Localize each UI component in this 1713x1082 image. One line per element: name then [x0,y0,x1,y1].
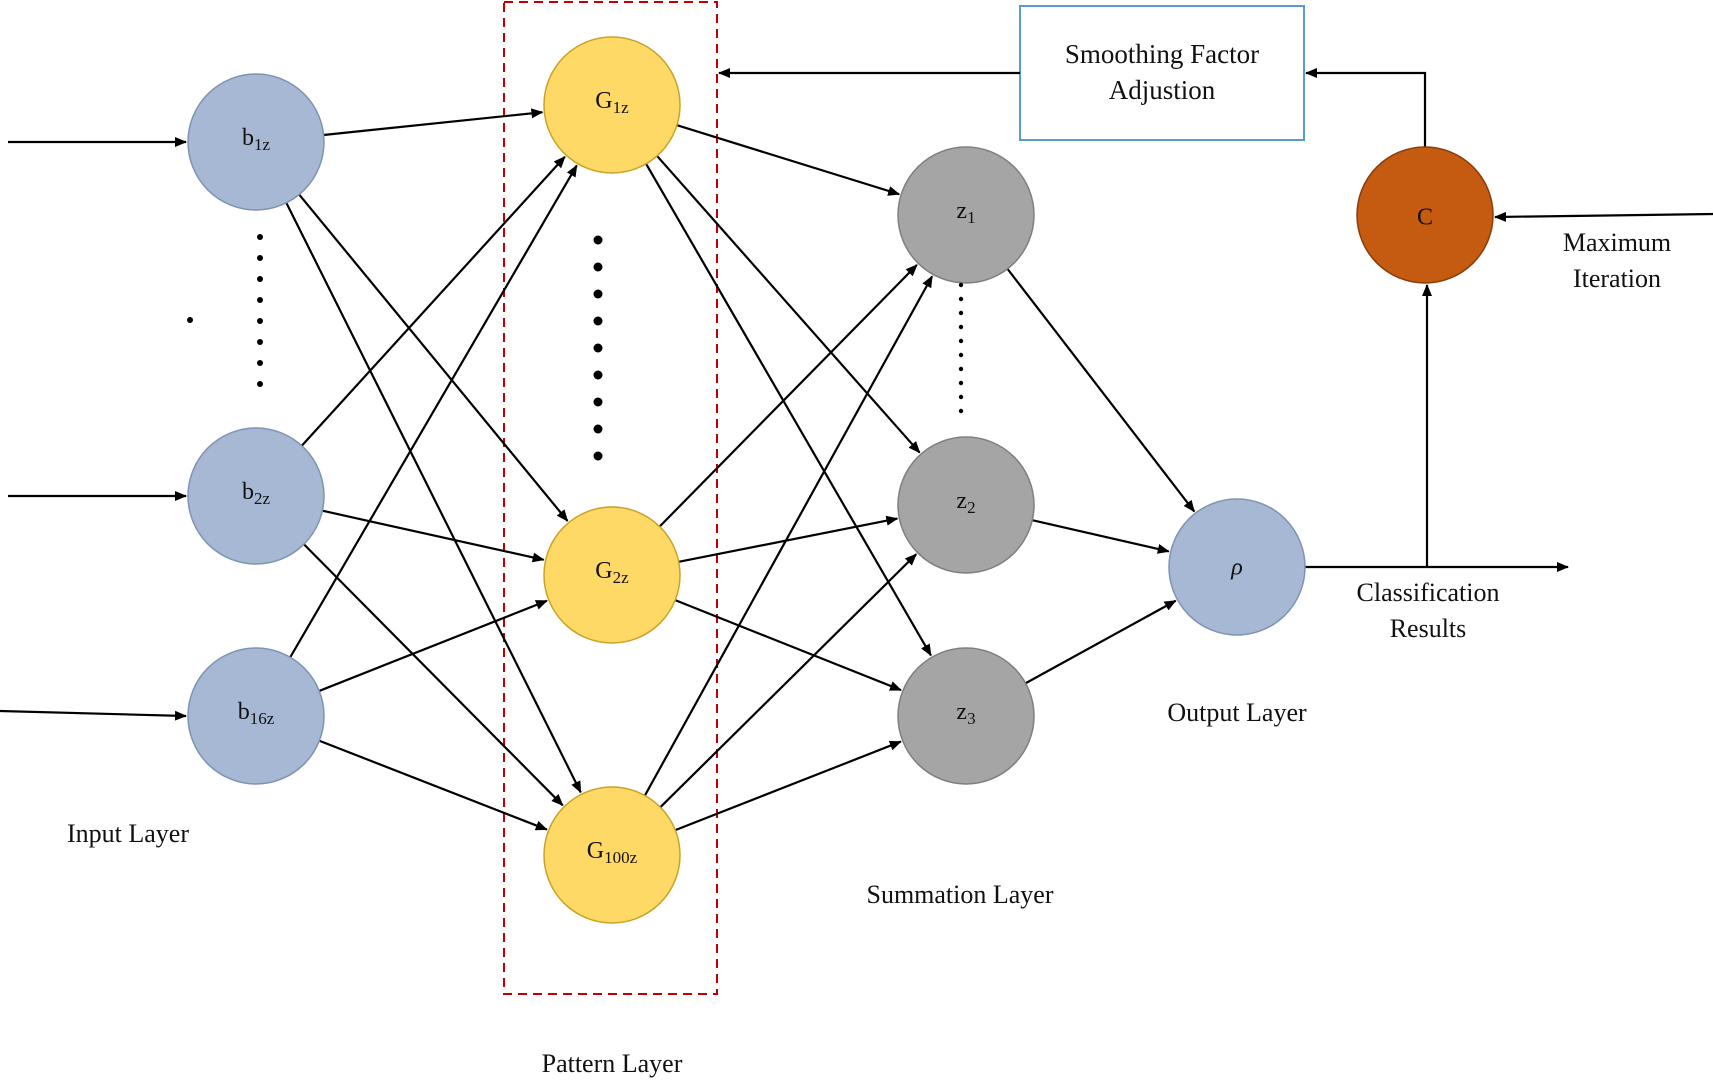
pattern-node-3 [543,786,681,924]
pattern-ellipsis-dot [593,424,603,434]
pattern-node-label-3: G100z [587,838,638,867]
input-ellipsis-dot [257,360,263,366]
edge-input1-pattern3 [285,202,582,794]
summation-ellipsis-dot [958,352,964,358]
input-ellipsis-dot [257,318,263,324]
summation-ellipsis-dot [958,380,964,386]
edge-pattern1-summation3 [645,163,932,657]
edge-input1-pattern2 [298,193,569,522]
edge-pattern2-summation1 [658,264,918,528]
input-node-2 [187,427,325,565]
c-to-smoothing-arrow [1305,68,1427,147]
classification-results-label-line1: Classification [1357,578,1500,607]
input-layer-label: Input Layer [67,819,189,848]
ellipsis-dots [187,234,964,461]
edge-input1-pattern1 [323,108,544,137]
edge-input2-pattern3 [303,543,564,807]
edge-input2-pattern2 [322,509,545,563]
summation-node-3 [897,647,1035,785]
edge-summation3-output [1025,599,1177,685]
input-node-label-3: b16z [238,699,275,728]
summation-node-label-2: z2 [956,488,975,517]
edge-summation1-output [1006,268,1196,513]
pattern-node-label-1: G1z [595,88,629,117]
pattern-node-1 [543,36,681,174]
edge-pattern3-summation3 [674,740,902,832]
edge-pattern1-summation1 [676,124,901,196]
smoothing-factor-box [1019,5,1305,141]
output-node [1168,498,1306,636]
input-node-label-2: b2z [242,479,271,508]
edge-input3-pattern3 [318,739,548,831]
input-node-1 [187,73,325,211]
output-node-label: ρ [1230,555,1243,581]
pattern-layer-box [503,1,718,995]
edge-input3-pattern2 [318,599,548,692]
maximum-iteration-label-line1: Maximum [1563,228,1671,257]
pattern-ellipsis-dot [593,289,603,299]
maximum-iteration-arrow [1494,211,1713,222]
c-node [1356,146,1494,284]
classification-results-label-line2: Results [1390,614,1467,643]
summation-ellipsis-dot [958,338,964,344]
summation-ellipsis-dot [958,394,964,400]
input-node-3 [187,647,325,785]
edge-pattern1-summation2 [656,155,921,454]
summation-ellipsis-dot [958,310,964,316]
pattern-ellipsis-dot [593,235,603,245]
edge-pattern3-summation1 [643,275,934,797]
pattern-ellipsis-dot [593,370,603,380]
summation-node-label-3: z3 [956,699,975,728]
pattern-ellipsis-dot [593,397,603,407]
input-ellipsis-dot [257,255,263,261]
pattern-node-label-2: G2z [595,558,629,587]
pattern-ellipsis-dot [593,451,603,461]
input-ellipsis-dot [187,317,193,323]
connections [0,68,1713,832]
pattern-ellipsis-dot [593,262,603,272]
input-ellipsis-dot [257,381,263,387]
pattern-ellipsis-dot [593,343,603,353]
summation-layer-label: Summation Layer [866,880,1053,909]
input-ellipsis-dot [257,234,263,240]
input-node-label-1: b1z [242,125,271,154]
maximum-iteration-label-line2: Iteration [1573,264,1661,293]
edge-input3-pattern1 [289,164,578,658]
output-layer-label: Output Layer [1167,698,1307,727]
input-ellipsis-dot [257,297,263,303]
pattern-node-2 [543,506,681,644]
edge-pattern3-summation2 [659,553,917,808]
smoothing-label-line1: Smoothing Factor [1065,39,1259,69]
summation-ellipsis-dot [958,296,964,302]
summation-ellipsis-dot [958,366,964,372]
summation-node-1 [897,146,1035,284]
edge-pattern2-summation2 [678,515,899,563]
edge-summation2-output [1032,519,1170,554]
summation-node-2 [897,436,1035,574]
edge-pattern2-summation3 [674,599,902,692]
input-ellipsis-dot [257,276,263,282]
smoothing-label-line2: Adjustion [1109,75,1216,105]
summation-ellipsis-dot [958,282,964,288]
summation-ellipsis-dot [958,408,964,414]
pattern-ellipsis-dot [593,316,603,326]
input-ellipsis-dot [257,339,263,345]
summation-ellipsis-dot [958,324,964,330]
pattern-layer-label: Pattern Layer [542,1049,683,1078]
c-node-label: C [1417,205,1433,231]
edge-input2-pattern1 [300,156,566,447]
input-arrow-3 [0,709,187,721]
summation-node-label-1: z1 [956,198,975,227]
